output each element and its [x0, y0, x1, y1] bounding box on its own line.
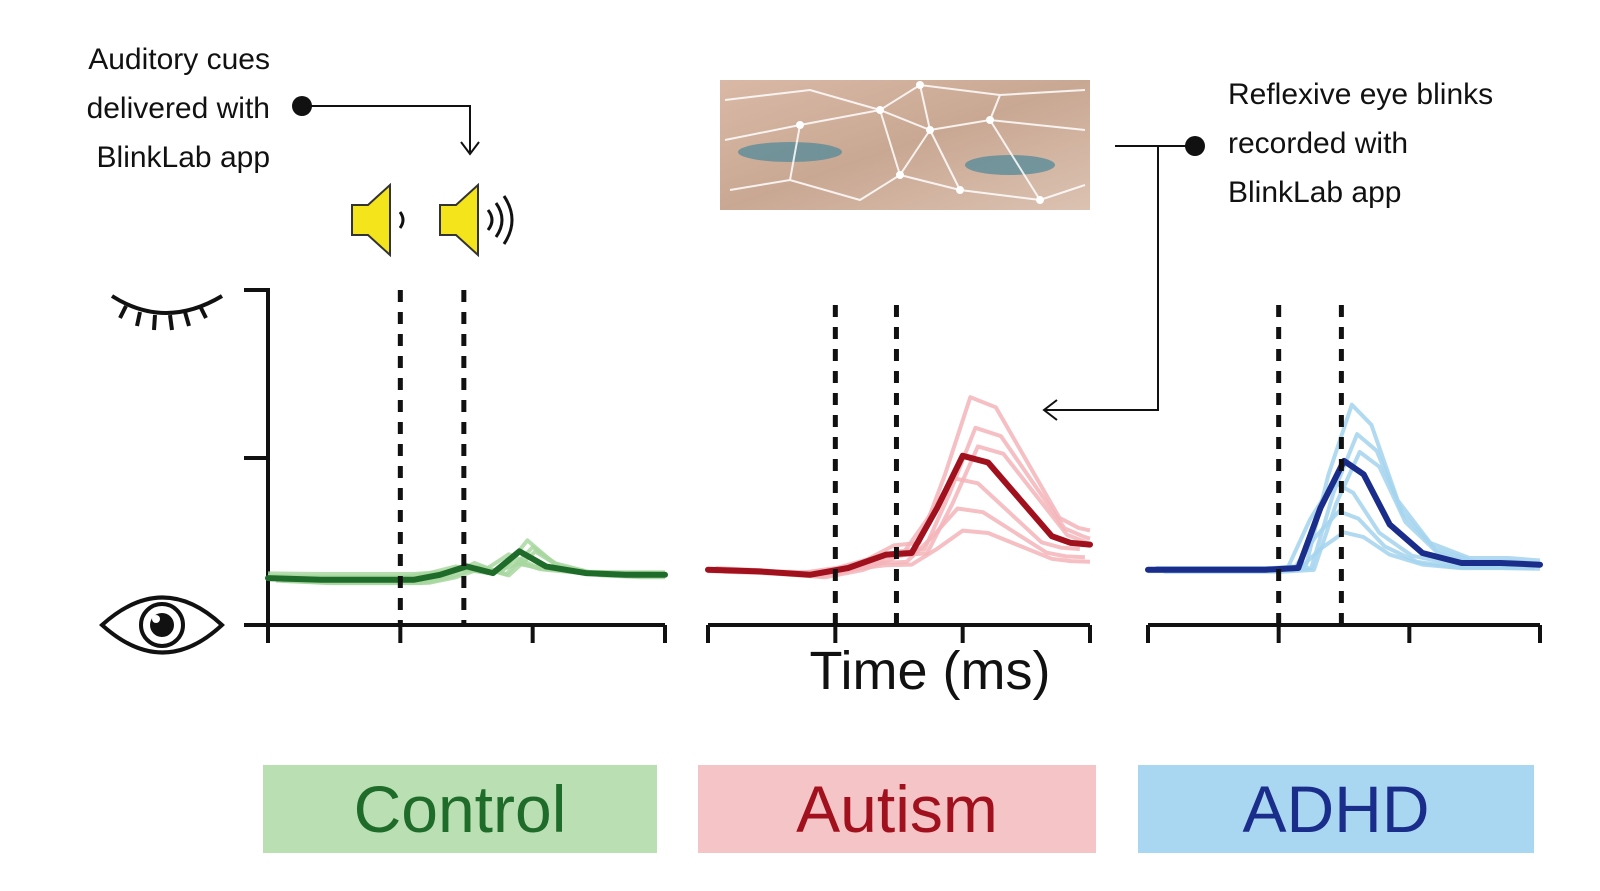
group-label-control: Control: [263, 765, 657, 853]
cue-connector-arrow: [302, 105, 480, 156]
blink-annotation: Reflexive eye blinks recorded with Blink…: [1228, 70, 1588, 217]
individual-trace: [1161, 432, 1541, 573]
panel-adhd: [1145, 305, 1543, 643]
closed-eye-icon: [110, 294, 224, 331]
group-label-autism: Autism: [698, 765, 1096, 853]
open-eye-icon: [99, 595, 225, 655]
panel-control: [265, 290, 668, 643]
speaker-loud-icon: [439, 182, 514, 258]
blink-annotation-line: Reflexive eye blinks: [1228, 78, 1494, 111]
panel-autism: [705, 305, 1093, 643]
mean-trace: [705, 452, 1093, 578]
cue-annotation-line: delivered with: [86, 92, 270, 125]
cue-annotation: Auditory cues delivered with BlinkLab ap…: [20, 35, 270, 182]
face-landmark-photo: [720, 80, 1090, 210]
cue-annotation-line: Auditory cues: [88, 43, 270, 76]
blink-connector-dot: [1185, 136, 1205, 156]
x-axis-title: Time (ms): [809, 641, 1051, 701]
blink-annotation-line: BlinkLab app: [1228, 176, 1402, 209]
individual-trace: [1155, 402, 1541, 570]
group-label-adhd: ADHD: [1138, 765, 1534, 853]
cue-connector-dot: [292, 96, 312, 116]
cue-annotation-line: BlinkLab app: [96, 141, 270, 174]
blink-annotation-line: recorded with: [1228, 127, 1409, 160]
individual-trace: [723, 444, 1091, 580]
speaker-icon: [351, 182, 405, 258]
mean-trace: [1145, 457, 1543, 573]
y-axis: [244, 288, 270, 627]
mean-trace: [265, 548, 668, 583]
individual-trace: [1163, 450, 1541, 574]
blink-connector-arrow: [1042, 145, 1195, 421]
chart-panels: [265, 290, 1543, 643]
